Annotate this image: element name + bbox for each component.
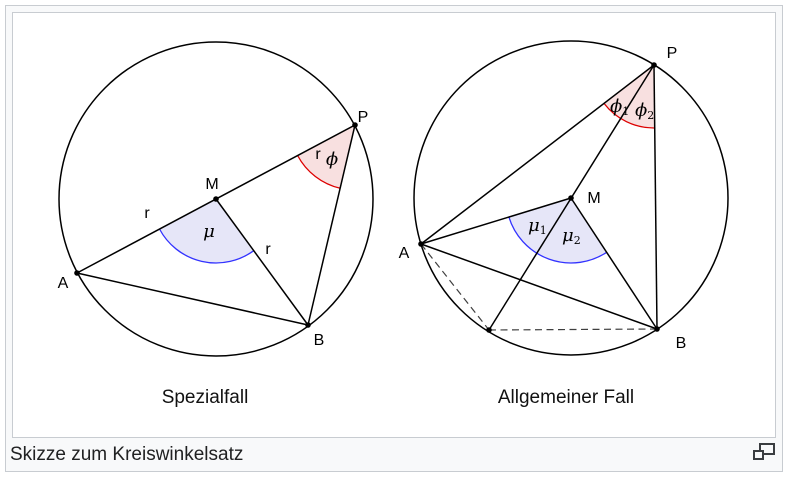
right-dashed-segments (420, 243, 658, 331)
left-circle (58, 41, 374, 357)
phi2-angle-label: ϕ2 (635, 100, 654, 122)
segment-P-B (307, 124, 356, 326)
point-B-dot (305, 322, 311, 328)
radius-label-MB: r (265, 241, 271, 258)
point-M-dot (568, 195, 574, 201)
segment-M-B (570, 197, 658, 330)
segment-M-B (215, 198, 309, 326)
dashed-segment-A-Q (420, 243, 490, 331)
segment-P-A (420, 64, 655, 245)
magnify-icon-outer-rect (759, 443, 775, 455)
left-figure-title: Spezialfall (162, 387, 249, 408)
point-P-dot (352, 122, 358, 128)
radius-label-MP: r (315, 146, 321, 163)
point-B-label: B (676, 335, 687, 352)
phi-angle-sector (297, 125, 355, 189)
caption-bar: Skizze zum Kreiswinkelsatz (6, 438, 782, 471)
phi1-angle-label: ϕ1 (610, 96, 629, 118)
dashed-segment-Q-B (488, 328, 658, 331)
point-M-label: M (587, 190, 600, 207)
phi-angle-label: ϕ (326, 149, 338, 170)
right-circle (413, 40, 729, 356)
point-A-label: A (58, 275, 69, 292)
point-A-dot (74, 270, 80, 276)
segment-P-B (653, 64, 658, 330)
radius-label-AM: r (144, 205, 150, 222)
mu-angle-label: μ (203, 221, 215, 242)
segment-A-B (420, 243, 658, 330)
point-M-label: M (205, 176, 218, 193)
point-Q-dot (486, 327, 492, 333)
phi12-angle-arc (603, 103, 655, 129)
kreiswinkelsatz-diagram: A B M P r r r μ ϕ Spezialfall (58, 40, 729, 408)
point-A-label: A (399, 245, 410, 262)
point-P-label: P (667, 45, 678, 62)
point-P-label: P (358, 109, 369, 126)
mu-angle-sector (159, 199, 254, 263)
mu2-angle-label: μ2 (562, 225, 581, 247)
magnify-icon-inner-rect (753, 450, 764, 460)
general-case-figure: A B M P μ1 μ2 ϕ1 ϕ2 Allgemeiner Fall (399, 40, 729, 408)
point-M-dot (213, 196, 219, 202)
point-P-dot (651, 62, 657, 68)
segment-A-B (76, 272, 309, 326)
point-B-dot (654, 326, 660, 332)
mu-angle-arc (158, 228, 255, 264)
right-point-dots (418, 62, 660, 333)
segment-M-A (420, 197, 572, 245)
phi-angle-arc (297, 155, 341, 189)
caption-text: Skizze zum Kreiswinkelsatz (10, 443, 244, 465)
mu12-angle-sector (508, 198, 607, 263)
right-figure-title: Allgemeiner Fall (498, 387, 634, 408)
mu12-angle-arc (508, 216, 608, 264)
diagram-image[interactable]: A B M P r r r μ ϕ Spezialfall (12, 12, 776, 438)
figure-frame: A B M P r r r μ ϕ Spezialfall (5, 5, 783, 472)
magnify-icon[interactable] (753, 443, 775, 460)
point-B-label: B (314, 332, 325, 349)
left-point-dots (74, 122, 358, 328)
mu1-angle-label: μ1 (528, 215, 547, 237)
phi12-angle-sector (604, 65, 655, 129)
point-A-dot (418, 241, 424, 247)
special-case-figure: A B M P r r r μ ϕ Spezialfall (58, 41, 374, 408)
